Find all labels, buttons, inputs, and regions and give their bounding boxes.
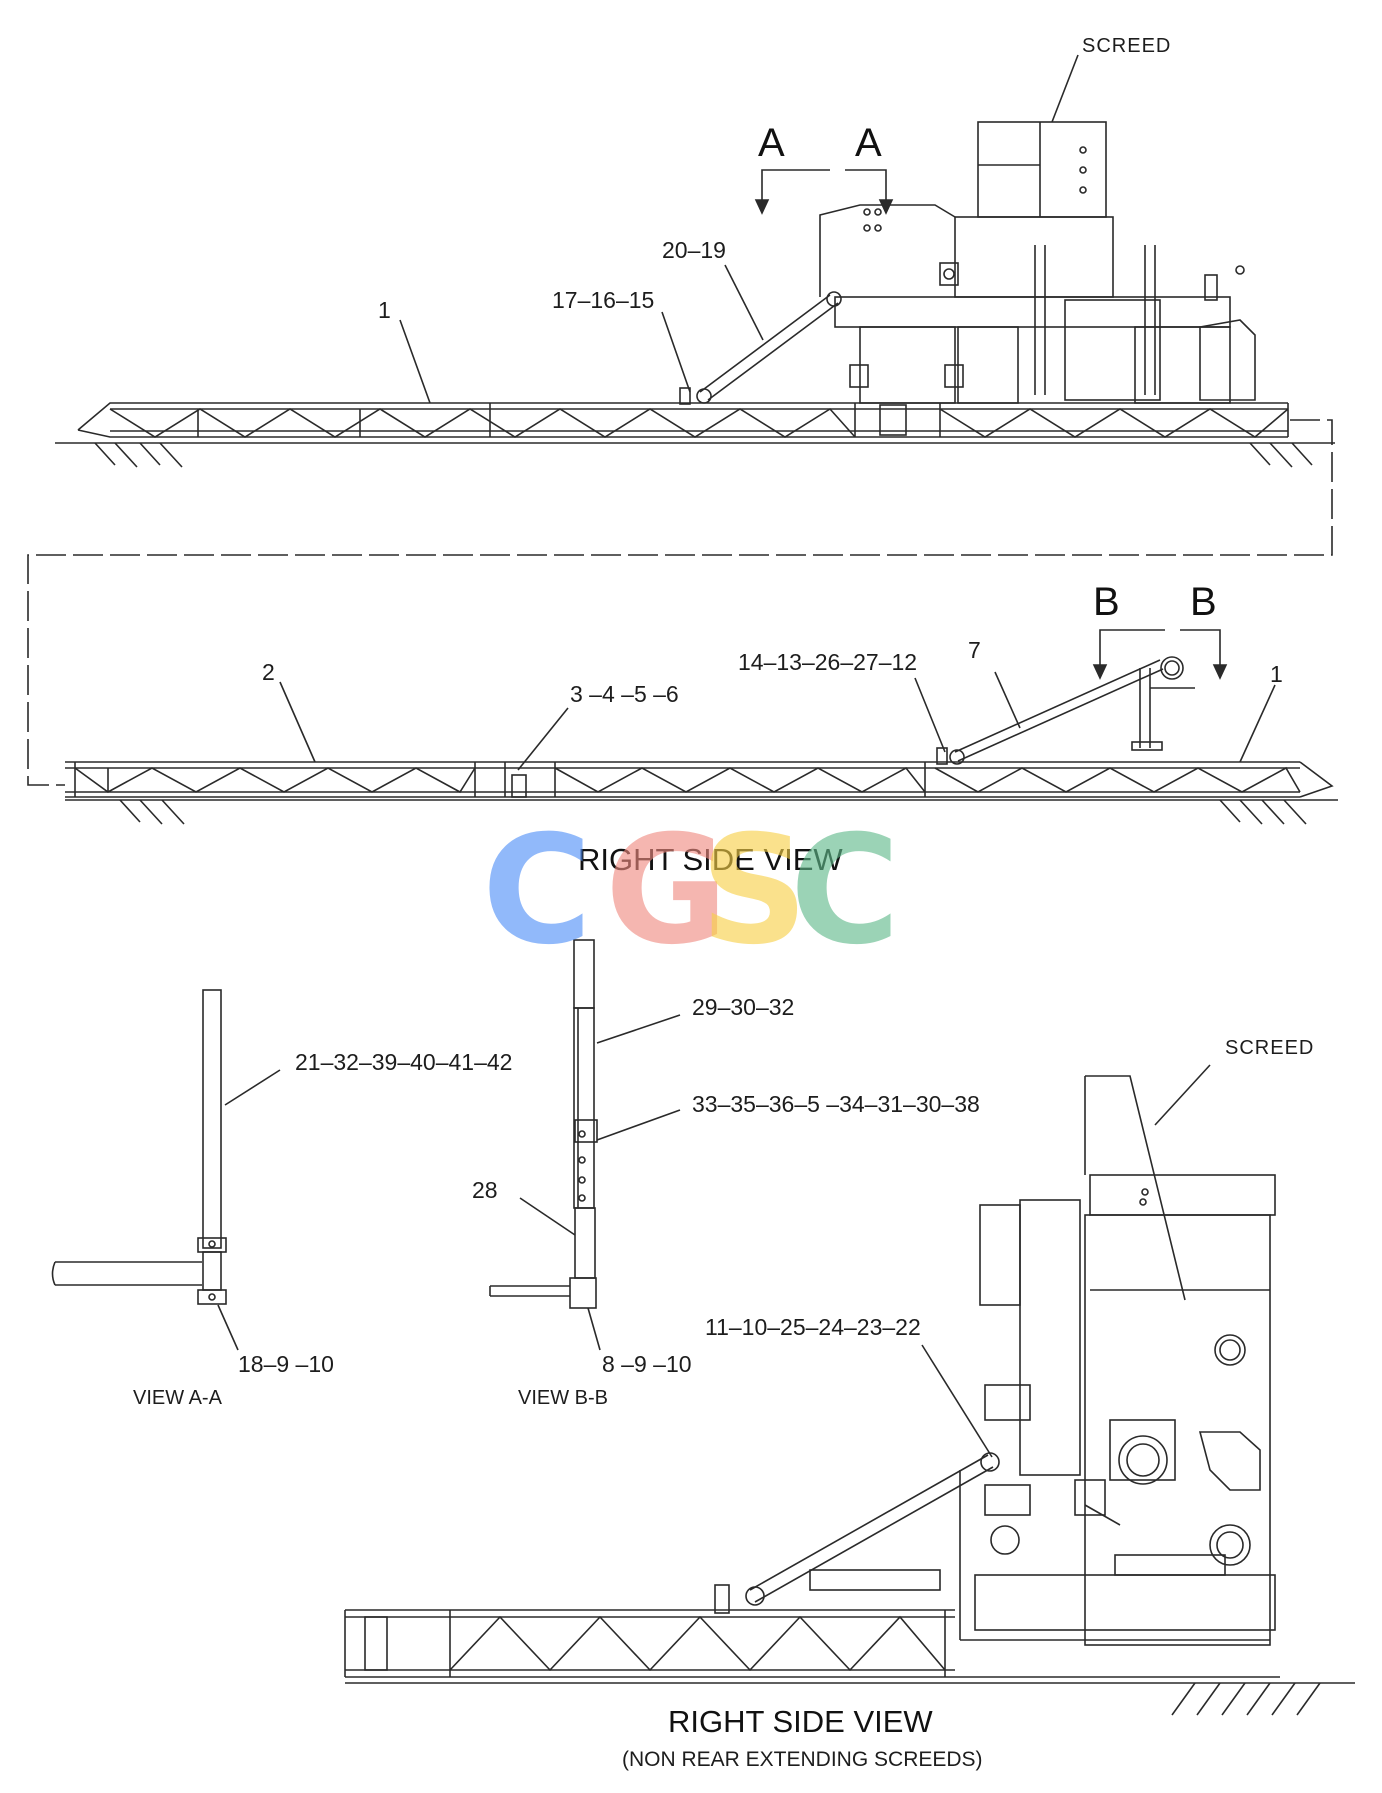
callout-7: 7 <box>968 637 981 663</box>
callout-11-10-25-24-23-22: 11–10–25–24–23–22 <box>705 1314 921 1340</box>
cgsc-watermark: C G S C <box>482 804 900 978</box>
leaders-middle <box>279 671 1276 771</box>
continuation-line <box>27 419 1333 786</box>
callout-3-4-5-6: 3 –4 –5 –6 <box>570 681 679 707</box>
tow-arm-top <box>679 291 842 405</box>
middle-right-side-view <box>65 629 1338 825</box>
view-a-a-caption: VIEW A-A <box>133 1387 223 1409</box>
callout-8-9-10: 8 –9 –10 <box>602 1351 692 1377</box>
screed-body-bottom <box>959 1075 1276 1646</box>
truss-extension-middle <box>65 761 1334 798</box>
ground-hatch <box>1171 1682 1321 1716</box>
screed-body-top <box>819 121 1256 404</box>
section-a-markers <box>754 169 894 215</box>
callout-1-top: 1 <box>378 297 391 323</box>
callout-14-13-26-27-12: 14–13–26–27–12 <box>738 649 917 675</box>
section-a-right-label: A <box>855 121 882 165</box>
truss-extension-bottom <box>344 1609 1280 1678</box>
section-a-left-label: A <box>758 121 785 165</box>
right-side-view-title-top: RIGHT SIDE VIEW <box>578 842 843 877</box>
view-b-b-drawing <box>489 939 681 1351</box>
ground-hatch <box>94 442 1313 468</box>
callout-17-16-15: 17–16–15 <box>552 287 654 313</box>
bottom-right-side-view <box>344 1064 1355 1716</box>
screed-label-bottom: SCREED <box>1225 1037 1314 1059</box>
view-b-b-caption: VIEW B-B <box>518 1387 608 1409</box>
section-b-right-label: B <box>1190 580 1217 624</box>
callout-2: 2 <box>262 659 275 685</box>
tow-arm-bottom <box>714 1452 1000 1614</box>
callout-20-19: 20–19 <box>662 237 726 263</box>
watermark-letter-c1: C <box>482 804 592 978</box>
watermark-letter-c2: C <box>790 804 900 978</box>
labels: SCREED A A 20–19 17–16–15 1 B B 7 14–13–… <box>133 35 1314 1771</box>
callout-21-32-39-40-41-42: 21–32–39–40–41–42 <box>295 1049 512 1075</box>
callout-1-middle: 1 <box>1270 661 1283 687</box>
truss-extension-top <box>77 402 1289 438</box>
leaders-top <box>399 54 1079 404</box>
tow-arm-middle <box>936 656 1195 765</box>
callout-18-9-10: 18–9 –10 <box>238 1351 334 1377</box>
ground-hatch <box>119 799 1307 825</box>
callout-28: 28 <box>472 1177 498 1203</box>
section-b-left-label: B <box>1093 580 1120 624</box>
non-rear-extending-note: (NON REAR EXTENDING SCREEDS) <box>622 1748 983 1771</box>
screed-label-top: SCREED <box>1082 35 1171 57</box>
callout-33-35-36-5-34-31-30-38: 33–35–36–5 –34–31–30–38 <box>692 1091 980 1117</box>
callout-29-30-32: 29–30–32 <box>692 994 794 1020</box>
view-a-a-drawing <box>51 989 281 1351</box>
top-right-side-view <box>27 54 1335 786</box>
watermark-letter-g: G <box>605 804 728 978</box>
watermark-letter-s: S <box>700 804 808 978</box>
right-side-view-title-bottom: RIGHT SIDE VIEW <box>668 1704 933 1739</box>
section-b-markers <box>1092 629 1228 680</box>
leaders-bottom <box>921 1064 1211 1458</box>
